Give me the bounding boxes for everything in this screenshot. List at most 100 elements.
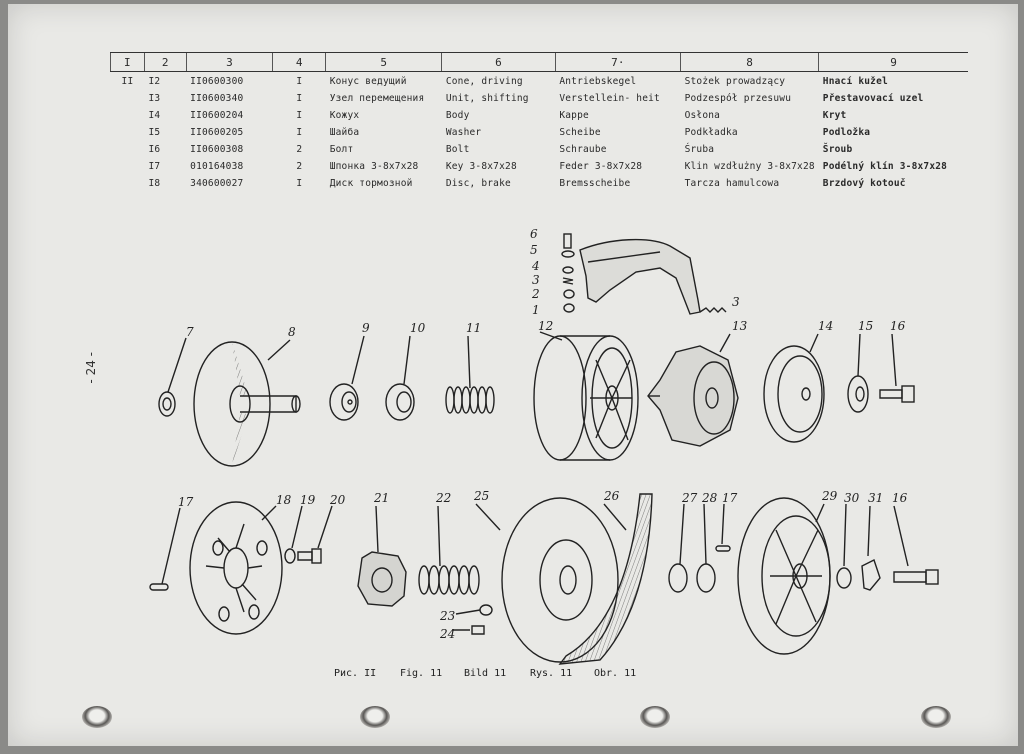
callout-number: 15 <box>858 319 873 333</box>
caption-en: Fig. 11 <box>400 668 443 679</box>
part-24-pin <box>471 625 485 635</box>
callout-number: 24 <box>439 627 455 641</box>
name-cz-cell: Šroub <box>822 144 853 155</box>
name-cz-cell: Hnací kužel <box>822 76 888 87</box>
callout-number: 5 <box>530 243 538 257</box>
caption-cz: Obr. 11 <box>594 668 637 679</box>
name-en-cell: Washer <box>445 127 482 138</box>
part-8-driving-cone <box>193 341 301 467</box>
part-9-bearing <box>329 383 359 421</box>
callout-number: 3 <box>532 273 540 287</box>
part-22-spring <box>418 565 480 595</box>
quantity-cell: I <box>296 76 303 87</box>
part-19-washer <box>284 548 296 564</box>
callout-number: 12 <box>538 319 553 333</box>
part-10-bearing <box>385 383 415 421</box>
col-header-3: 3 <box>185 52 273 72</box>
name-ru-cell: Шайба <box>329 127 360 138</box>
callout-number: 10 <box>410 321 426 335</box>
callout-number: 13 <box>732 319 748 333</box>
part-15-washer <box>847 375 869 413</box>
name-pl-cell: Klin wzdłużny 3-8x7x28 <box>684 161 815 172</box>
binder-hole <box>640 706 670 728</box>
name-pl-cell: Tarcza hamulcowa <box>684 178 780 189</box>
caption-de: Bild 11 <box>464 668 507 679</box>
name-en-cell: Bolt <box>445 144 470 155</box>
col-header-9: 9 <box>818 52 968 72</box>
name-de-cell: Verstellein- heit <box>559 93 660 104</box>
part-23-washer <box>479 604 493 616</box>
part-17-key <box>149 583 169 591</box>
name-pl-cell: Osłona <box>684 110 721 121</box>
callout-number: 27 <box>681 491 698 505</box>
callout-number: 7 <box>186 325 194 339</box>
col-header-2: 2 <box>143 52 187 72</box>
part-number-cell: II0600340 <box>190 93 244 104</box>
binder-hole <box>360 706 390 728</box>
name-en-cell: Cone, driving <box>445 76 523 87</box>
table-header-row: I 2 3 4 5 6 7· 8 9 <box>110 52 968 72</box>
part-16-bolt-2 <box>893 569 939 585</box>
position-cell: I2 <box>148 76 161 87</box>
position-cell: I8 <box>148 178 161 189</box>
name-ru-cell: Конус ведущий <box>329 76 407 87</box>
callout-number: 11 <box>466 321 481 335</box>
part-13-shifting-unit <box>647 345 739 447</box>
document-page <box>8 4 1018 746</box>
name-cz-cell: Brzdový kotouč <box>822 178 906 189</box>
name-ru-cell: Болт <box>329 144 354 155</box>
callout-number: 4 <box>531 259 540 273</box>
callout-number: 20 <box>329 493 346 507</box>
name-cz-cell: Podélný klín 3-8x7x28 <box>822 161 948 172</box>
part-7-washer <box>158 391 176 417</box>
part-25-pulley-disc <box>501 497 619 663</box>
part-number-cell: 010164038 <box>190 161 244 172</box>
quantity-cell: 2 <box>296 161 303 172</box>
part-14-body <box>763 345 825 443</box>
name-pl-cell: Stożek prowadzący <box>684 76 786 87</box>
binder-hole <box>82 706 112 728</box>
callout-number: 28 <box>701 491 718 505</box>
part-18-brake-disc <box>189 501 283 635</box>
part-number-cell: II0600204 <box>190 110 244 121</box>
name-de-cell: Bremsscheibe <box>559 178 631 189</box>
part-11-spring <box>445 386 495 414</box>
part-31-lock <box>861 559 881 591</box>
part-12-drum <box>533 335 639 461</box>
position-cell: I4 <box>148 110 161 121</box>
name-de-cell: Kappe <box>559 110 589 121</box>
col-header-5: 5 <box>325 52 442 72</box>
bracket-assembly <box>561 233 727 315</box>
position-cell: I5 <box>148 127 161 138</box>
quantity-cell: I <box>296 110 303 121</box>
name-pl-cell: Podkładka <box>684 127 738 138</box>
name-en-cell: Body <box>445 110 470 121</box>
name-ru-cell: Узел перемещения <box>329 93 425 104</box>
name-en-cell: Disc, brake <box>445 178 511 189</box>
callout-number: 17 <box>722 491 738 505</box>
name-de-cell: Scheibe <box>559 127 601 138</box>
callout-number: 17 <box>178 495 194 509</box>
position-cell: I3 <box>148 93 161 104</box>
binder-hole <box>921 706 951 728</box>
callout-number: 29 <box>821 489 838 503</box>
callout-number: 16 <box>890 319 906 333</box>
callout-number: 14 <box>818 319 833 333</box>
part-number-cell: II0600308 <box>190 144 244 155</box>
callout-number: 18 <box>276 493 292 507</box>
callout-number: 26 <box>603 489 620 503</box>
callout-number: 2 <box>531 287 540 301</box>
quantity-cell: I <box>296 93 303 104</box>
callout-number: 6 <box>530 227 538 241</box>
callout-number: 23 <box>439 609 456 623</box>
callout-number: 22 <box>435 491 451 505</box>
callout-number: 1 <box>532 303 540 317</box>
name-de-cell: Antriebskegel <box>559 76 637 87</box>
callout-number: 30 <box>844 491 860 505</box>
callout-number: 8 <box>288 325 296 339</box>
position-cell: I6 <box>148 144 161 155</box>
